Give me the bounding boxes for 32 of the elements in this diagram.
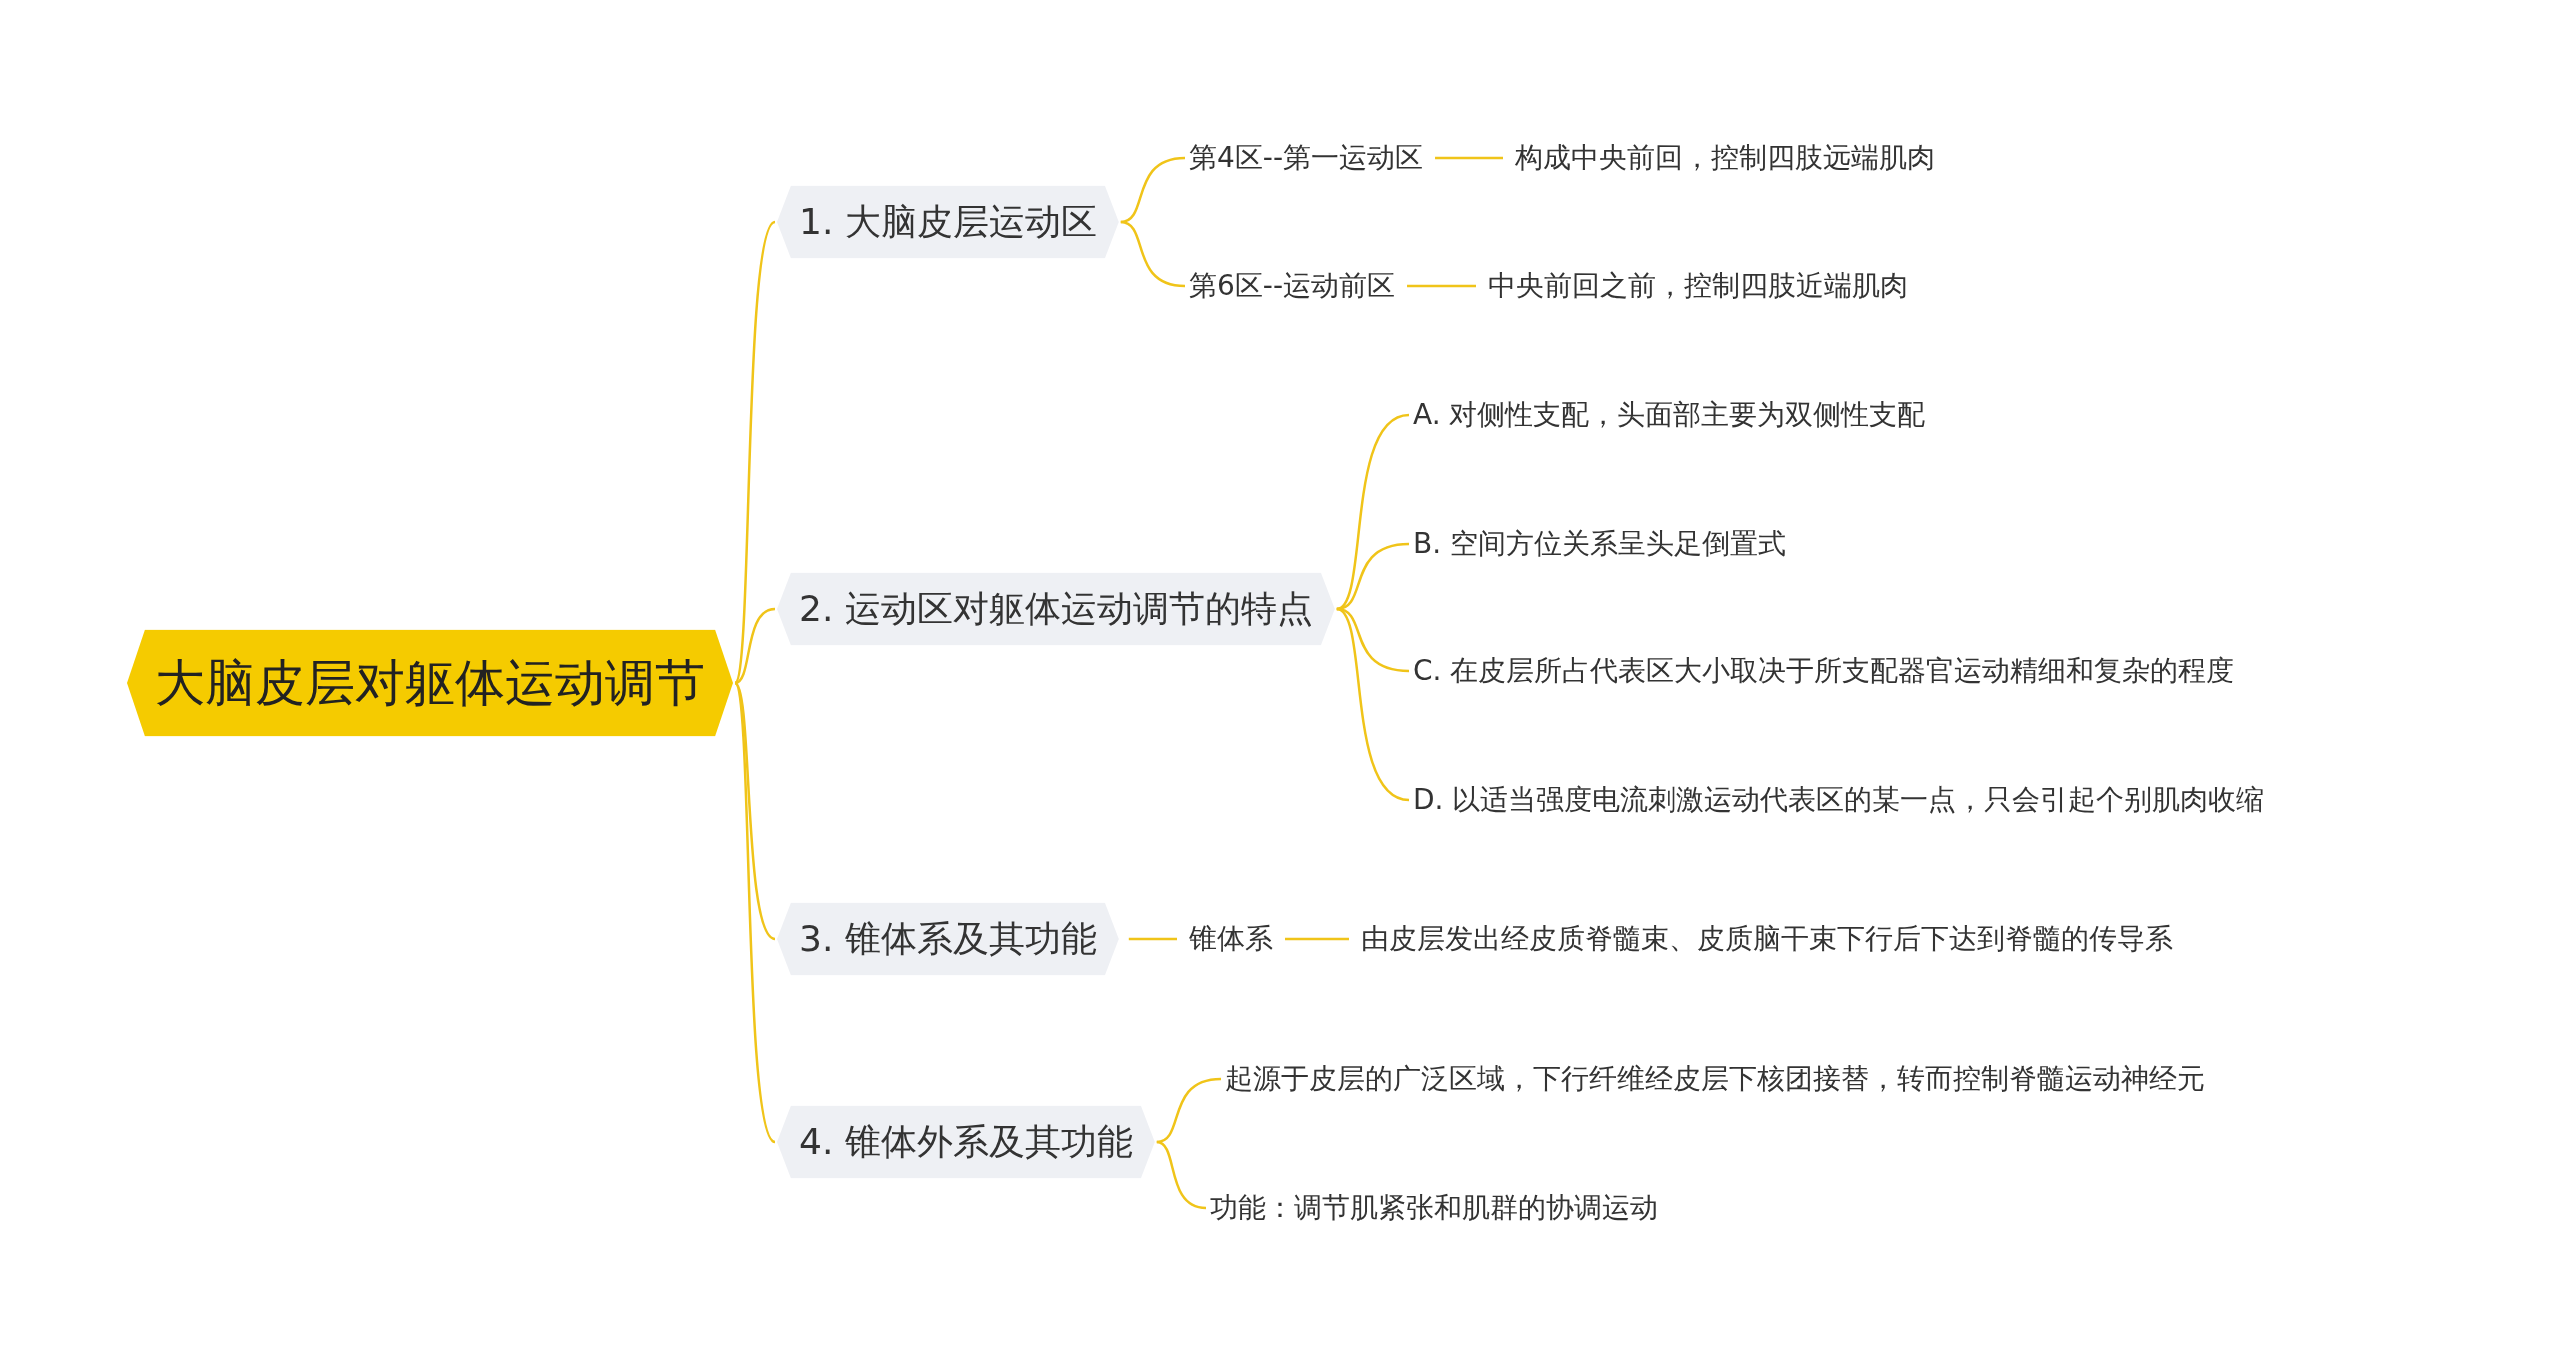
subtopic-text: C. 在皮层所占代表区大小取决于所支配器官运动精细和复杂的程度 xyxy=(1411,648,2237,694)
connector-line xyxy=(1156,1140,1207,1210)
topic-box: 4. 锥体外系及其功能 xyxy=(777,1105,1155,1179)
connector-line xyxy=(1120,156,1186,224)
connector-line xyxy=(1407,284,1476,288)
connector-line xyxy=(1285,937,1349,941)
central-topic-box: 大脑皮层对躯体运动调节 xyxy=(127,629,733,737)
connector-line xyxy=(1156,1077,1222,1144)
connector-line xyxy=(733,682,776,1143)
subtopic-text: B. 空间方位关系呈头足倒置式 xyxy=(1411,521,1788,567)
subtopic-text: D. 以适当强度电流刺激运动代表区的某一点，只会引起个别肌肉收缩 xyxy=(1411,777,2267,823)
subtopic-text: 第4区--第一运动区 xyxy=(1187,135,1426,181)
subtopic-text: 中央前回之前，控制四肢近端肌肉 xyxy=(1486,263,1910,309)
topic-box: 3. 锥体系及其功能 xyxy=(777,902,1119,976)
subtopic-text: 第6区--运动前区 xyxy=(1187,263,1398,309)
subtopic-text: 由皮层发出经皮质脊髓束、皮质脑干束下行后下达到脊髓的传导系 xyxy=(1359,916,2175,962)
connector-line xyxy=(734,607,776,685)
connector-line xyxy=(733,221,776,684)
connector-line xyxy=(734,682,776,941)
connector-line xyxy=(1336,607,1410,802)
subtopic-text: 构成中央前回，控制四肢远端肌肉 xyxy=(1513,135,1937,181)
topic-box: 1. 大脑皮层运动区 xyxy=(777,185,1119,259)
connector-line xyxy=(1128,937,1177,941)
subtopic-text: 锥体系 xyxy=(1187,916,1275,962)
connector-line xyxy=(1336,413,1410,611)
connector-line xyxy=(1435,156,1503,160)
subtopic-text: 功能：调节肌紧张和肌群的协调运动 xyxy=(1208,1185,1660,1231)
connector-line xyxy=(1120,220,1186,288)
connector-line xyxy=(1336,542,1410,611)
topic-box: 2. 运动区对躯体运动调节的特点 xyxy=(777,572,1335,646)
subtopic-text: 起源于皮层的广泛区域，下行纤维经皮层下核团接替，转而控制脊髓运动神经元 xyxy=(1223,1056,2207,1102)
subtopic-text: A. 对侧性支配，头面部主要为双侧性支配 xyxy=(1411,392,1928,438)
